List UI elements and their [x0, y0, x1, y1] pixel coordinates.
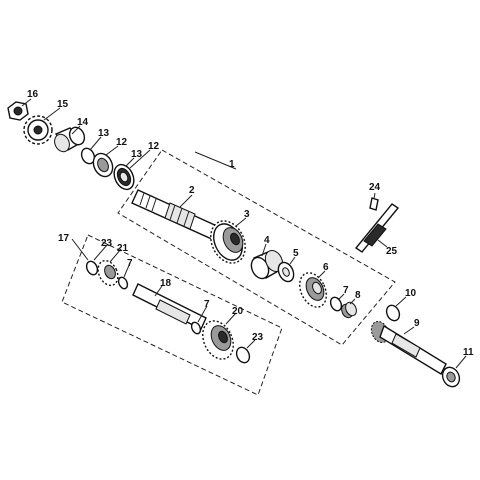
part-18-nut — [7, 101, 29, 121]
part-7-circlip-upper — [329, 296, 343, 312]
part-21-gear — [97, 259, 119, 287]
callout-labels: 16 15 14 13 12 12 13 1 2 3 4 5 6 7 8 9 1… — [27, 89, 474, 358]
callout-17: 15 — [57, 99, 69, 110]
callout-8: 8 — [355, 290, 361, 301]
part-13-bearing — [113, 163, 135, 191]
callout-6: 6 — [323, 262, 329, 273]
leader-lines — [21, 98, 467, 369]
part-9-drive-shaft — [370, 320, 447, 375]
callout-9: 9 — [414, 318, 420, 329]
callout-2: 2 — [189, 185, 195, 196]
assembly-group-box-upper — [117, 149, 396, 346]
part-8-collar — [341, 301, 357, 319]
part-7-circlip-mid — [190, 321, 202, 335]
callout-1: 1 — [229, 159, 235, 170]
callout-22: 20 — [232, 306, 244, 317]
part-22-gear — [202, 320, 234, 360]
part-20-counter-shaft — [132, 283, 207, 330]
part-10-o-ring — [385, 304, 401, 322]
callout-23-left: 23 — [101, 238, 113, 249]
callout-7-left: 7 — [127, 258, 133, 269]
callout-24: 24 — [369, 182, 381, 193]
part-16-bushing — [54, 126, 86, 153]
part-24-pin — [369, 197, 379, 211]
callout-25: 25 — [386, 246, 398, 257]
part-15-o-ring — [80, 147, 96, 165]
part-2-main-shaft — [131, 189, 231, 246]
callout-16: 14 — [77, 117, 89, 128]
callout-3: 3 — [244, 209, 250, 220]
part-17-sprocket — [23, 115, 53, 145]
callout-13: 13 — [131, 149, 143, 160]
callout-7-mid: 7 — [204, 299, 210, 310]
part-23-washer-left — [85, 260, 99, 276]
callout-11: 11 — [463, 347, 474, 358]
callout-12: 12 — [148, 141, 160, 152]
part-6-gear — [299, 272, 327, 308]
part-23-washer-right — [235, 346, 251, 364]
callout-21: 21 — [117, 243, 129, 254]
callout-19: 17 — [58, 233, 70, 244]
callout-20: 18 — [160, 278, 172, 289]
callout-4: 4 — [264, 235, 270, 246]
callout-14: 12 — [116, 137, 128, 148]
callout-18: 16 — [27, 89, 39, 100]
part-5-washer — [277, 261, 295, 283]
callout-7-upper: 7 — [343, 285, 349, 296]
part-7-circlip-left — [117, 276, 129, 290]
part-25-shift-shaft — [354, 203, 400, 253]
part-14-oil-seal — [92, 152, 114, 178]
part-11-oil-seal — [441, 366, 461, 388]
callout-23-right: 23 — [252, 332, 264, 343]
callout-10: 10 — [405, 288, 417, 299]
callout-15: 13 — [98, 128, 110, 139]
part-3-gear — [210, 220, 246, 264]
callout-5: 5 — [293, 248, 299, 259]
